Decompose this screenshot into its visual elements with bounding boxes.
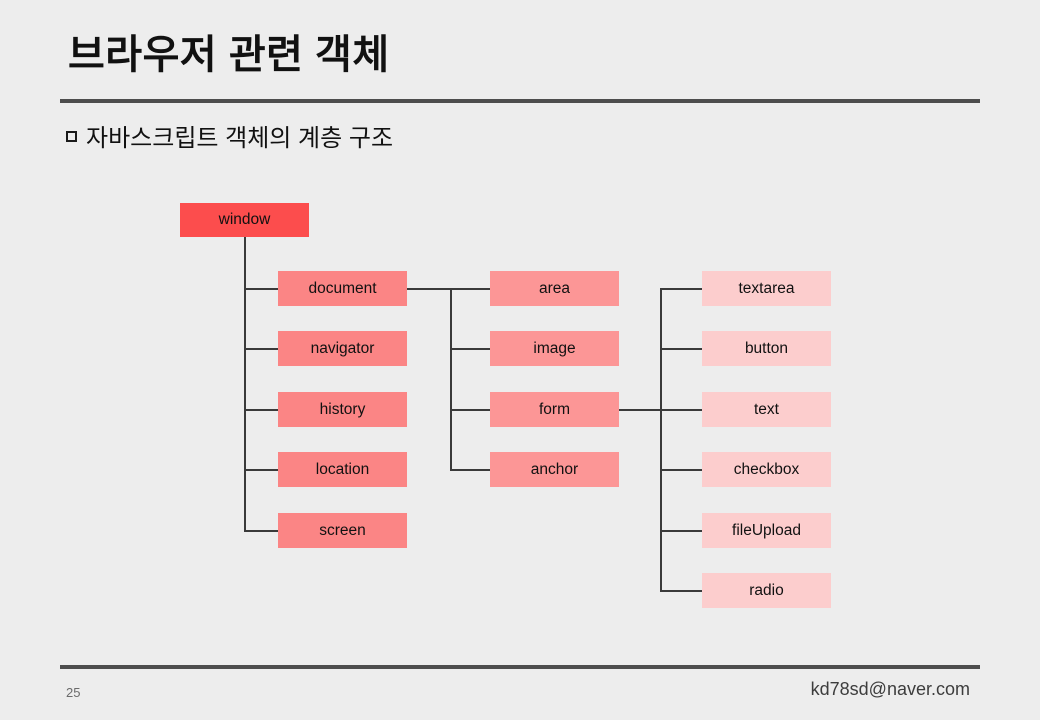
node-document[interactable]: document xyxy=(278,271,407,306)
footer-divider xyxy=(60,665,980,669)
node-window[interactable]: window xyxy=(180,203,309,237)
connector-window-location xyxy=(244,469,278,471)
node-form[interactable]: form xyxy=(490,392,619,427)
connector-form-checkbox xyxy=(660,469,702,471)
subtitle-row: 자바스크립트 객체의 계층 구조 xyxy=(66,118,393,153)
node-image[interactable]: image xyxy=(490,331,619,366)
node-screen[interactable]: screen xyxy=(278,513,407,548)
square-outline-bullet-icon xyxy=(66,131,77,142)
subtitle-text: 자바스크립트 객체의 계층 구조 xyxy=(86,125,394,152)
node-location[interactable]: location xyxy=(278,452,407,487)
connector-document-form xyxy=(450,409,490,411)
connector-form-radio xyxy=(660,590,702,592)
connector-document-anchor xyxy=(450,469,490,471)
connector-form-button xyxy=(660,348,702,350)
connector-window-trunk xyxy=(244,237,246,531)
connector-form-fileupload xyxy=(660,530,702,532)
node-text[interactable]: text xyxy=(702,392,831,427)
node-area[interactable]: area xyxy=(490,271,619,306)
node-navigator[interactable]: navigator xyxy=(278,331,407,366)
footer-email: kd78sd@naver.com xyxy=(810,679,970,699)
page-number: 25 xyxy=(66,685,81,700)
node-checkbox[interactable]: checkbox xyxy=(702,452,831,487)
connector-window-navigator xyxy=(244,348,278,350)
connector-form-textarea xyxy=(660,288,702,290)
node-radio[interactable]: radio xyxy=(702,573,831,608)
connector-document-trunk xyxy=(450,288,452,470)
node-button[interactable]: button xyxy=(702,331,831,366)
node-anchor[interactable]: anchor xyxy=(490,452,619,487)
connector-window-document xyxy=(244,288,278,290)
connector-form-trunk xyxy=(660,288,662,591)
header-divider xyxy=(60,99,980,103)
page-title: 브라우저 관련 객체 xyxy=(68,33,390,77)
connector-document-out xyxy=(407,288,490,290)
connector-form-out xyxy=(619,409,702,411)
node-history[interactable]: history xyxy=(278,392,407,427)
connector-document-image xyxy=(450,348,490,350)
node-fileupload[interactable]: fileUpload xyxy=(702,513,831,548)
node-textarea[interactable]: textarea xyxy=(702,271,831,306)
connector-window-screen xyxy=(244,530,278,532)
connector-window-history xyxy=(244,409,278,411)
